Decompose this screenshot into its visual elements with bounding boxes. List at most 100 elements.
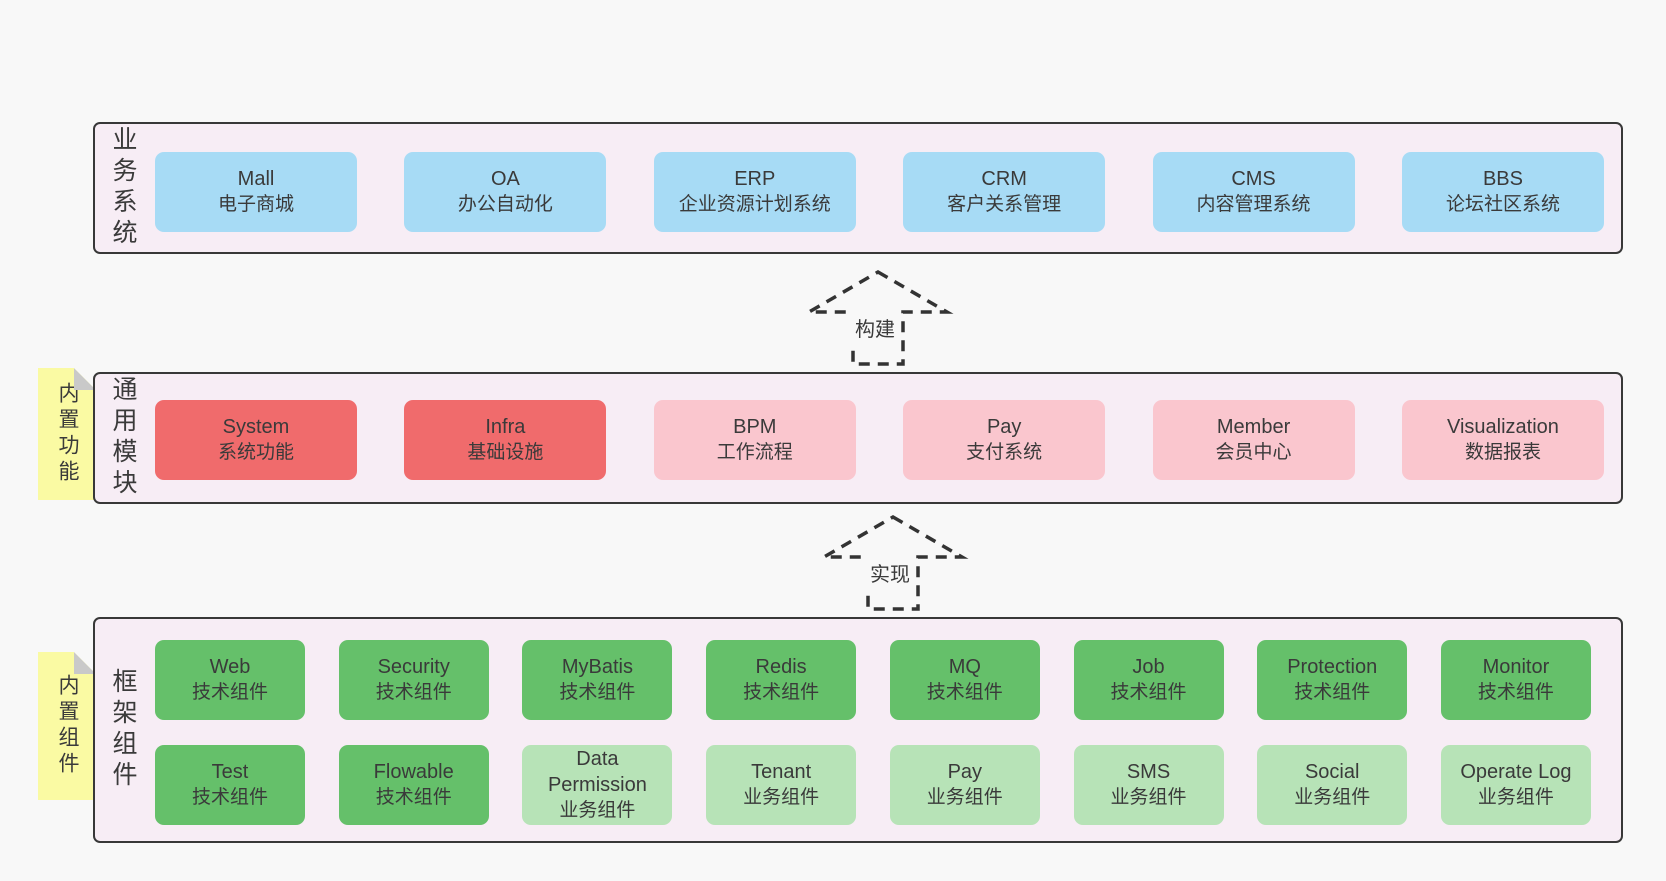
- box-subtitle: 办公自动化: [457, 194, 553, 215]
- box-subtitle: 工作流程: [716, 442, 793, 463]
- box-title: Web: [209, 656, 251, 678]
- box-operate-log: Operate Log 业务组件: [1440, 745, 1591, 825]
- box-mq: MQ 技术组件: [889, 640, 1040, 720]
- box-subtitle: 技术组件: [1477, 682, 1554, 703]
- box-subtitle: 业务组件: [743, 787, 820, 808]
- band-label-wrap: 业务系统: [103, 124, 143, 252]
- band-common-modules: 通用模块 System 系统功能 Infra 基础设施 BPM 工作流程 Pay…: [93, 372, 1623, 504]
- box-web: Web 技术组件: [155, 640, 305, 720]
- note-label: 内置组件: [56, 674, 79, 778]
- business-boxes-row: Mall 电子商城 OA 办公自动化 ERP 企业资源计划系统 CRM 客户关系…: [155, 152, 1604, 232]
- box-subtitle: 技术组件: [1110, 682, 1187, 703]
- box-job: Job 技术组件: [1073, 640, 1224, 720]
- box-bpm: BPM 工作流程: [653, 400, 856, 480]
- box-subtitle: 业务组件: [1110, 787, 1187, 808]
- box-title: Mall: [237, 168, 275, 190]
- box-test: Test 技术组件: [155, 745, 305, 825]
- arrow-build-label: 构建: [851, 312, 899, 343]
- box-system: System 系统功能: [155, 400, 357, 480]
- box-subtitle: 基础设施: [467, 442, 544, 463]
- box-subtitle: 业务组件: [1477, 787, 1554, 808]
- box-pay: Pay 支付系统: [903, 400, 1106, 480]
- box-security: Security 技术组件: [338, 640, 489, 720]
- box-title: Monitor: [1482, 656, 1550, 678]
- box-subtitle: 客户关系管理: [947, 194, 1062, 215]
- band-label-common-modules: 通用模块: [109, 376, 137, 500]
- box-infra: Infra 基础设施: [404, 400, 607, 480]
- box-title: Infra: [485, 416, 526, 438]
- box-oa: OA 办公自动化: [404, 152, 607, 232]
- box-subtitle: 业务组件: [1294, 787, 1371, 808]
- box-subtitle: 电子商城: [217, 194, 294, 215]
- box-title: Pay: [986, 416, 1022, 438]
- box-tenant: Tenant 业务组件: [706, 745, 857, 825]
- arrow-implement-label: 实现: [866, 557, 914, 588]
- band-label-wrap: 框架组件: [103, 619, 143, 841]
- box-protection: Protection 技术组件: [1257, 640, 1408, 720]
- component-boxes-row-2: Test 技术组件 Flowable 技术组件 Data Permission …: [155, 745, 1591, 825]
- component-boxes-row-1: Web 技术组件 Security 技术组件 MyBatis 技术组件 Redi…: [155, 640, 1591, 720]
- box-subtitle: 技术组件: [926, 682, 1003, 703]
- box-title: SMS: [1126, 761, 1171, 783]
- box-member: Member 会员中心: [1152, 400, 1355, 480]
- box-cms: CMS 内容管理系统: [1152, 152, 1355, 232]
- box-subtitle: 技术组件: [559, 682, 636, 703]
- box-title: BPM: [733, 416, 777, 438]
- box-social: Social 业务组件: [1257, 745, 1408, 825]
- box-pay-component: Pay 业务组件: [889, 745, 1040, 825]
- box-data-permission: Data Permission 业务组件: [522, 745, 673, 825]
- box-title: Test: [211, 761, 249, 783]
- box-subtitle: 技术组件: [1294, 682, 1371, 703]
- box-subtitle: 支付系统: [966, 442, 1043, 463]
- box-title: Security: [377, 656, 450, 678]
- box-title: Protection: [1287, 656, 1378, 678]
- box-title: Flowable: [373, 761, 454, 783]
- box-subtitle: 会员中心: [1215, 442, 1292, 463]
- box-title: Operate Log: [1460, 761, 1572, 783]
- box-sms: SMS 业务组件: [1073, 745, 1224, 825]
- box-title: OA: [490, 168, 520, 190]
- box-title: Member: [1216, 416, 1291, 438]
- box-title: Data Permission: [547, 748, 647, 796]
- box-crm: CRM 客户关系管理: [903, 152, 1106, 232]
- box-redis: Redis 技术组件: [706, 640, 857, 720]
- box-title: BBS: [1482, 168, 1523, 190]
- box-bbs: BBS 论坛社区系统: [1401, 152, 1604, 232]
- box-monitor: Monitor 技术组件: [1440, 640, 1591, 720]
- box-title: Redis: [755, 656, 807, 678]
- box-subtitle: 数据报表: [1464, 442, 1541, 463]
- box-title: Pay: [947, 761, 983, 783]
- box-subtitle: 技术组件: [375, 787, 452, 808]
- box-title: Tenant: [751, 761, 812, 783]
- box-title: MyBatis: [561, 656, 633, 678]
- band-label-framework-components: 框架组件: [109, 668, 137, 792]
- sticky-note-builtin-features: 内置功能: [38, 368, 96, 500]
- box-mall: Mall 电子商城: [155, 152, 357, 232]
- box-title: Job: [1132, 656, 1165, 678]
- band-label-business-systems: 业务系统: [109, 126, 137, 250]
- box-subtitle: 内容管理系统: [1196, 194, 1311, 215]
- box-title: ERP: [734, 168, 776, 190]
- arrow-implement-icon: [817, 514, 969, 611]
- box-subtitle: 业务组件: [926, 787, 1003, 808]
- box-title: MQ: [948, 656, 981, 678]
- box-subtitle: 技术组件: [191, 787, 268, 808]
- box-title: System: [222, 416, 290, 438]
- box-subtitle: 企业资源计划系统: [678, 194, 831, 215]
- box-subtitle: 系统功能: [217, 442, 294, 463]
- box-title: Visualization: [1446, 416, 1559, 438]
- note-label: 内置功能: [56, 382, 79, 486]
- box-subtitle: 业务组件: [559, 800, 636, 821]
- box-mybatis: MyBatis 技术组件: [522, 640, 673, 720]
- arrow-build-icon: [802, 269, 954, 366]
- box-subtitle: 技术组件: [375, 682, 452, 703]
- band-label-wrap: 通用模块: [103, 374, 143, 502]
- box-flowable: Flowable 技术组件: [338, 745, 489, 825]
- box-erp: ERP 企业资源计划系统: [653, 152, 856, 232]
- module-boxes-row: System 系统功能 Infra 基础设施 BPM 工作流程 Pay 支付系统…: [155, 400, 1604, 480]
- box-subtitle: 论坛社区系统: [1445, 194, 1560, 215]
- band-business-systems: 业务系统 Mall 电子商城 OA 办公自动化 ERP 企业资源计划系统 CRM…: [93, 122, 1623, 254]
- box-subtitle: 技术组件: [191, 682, 268, 703]
- box-title: Social: [1304, 761, 1360, 783]
